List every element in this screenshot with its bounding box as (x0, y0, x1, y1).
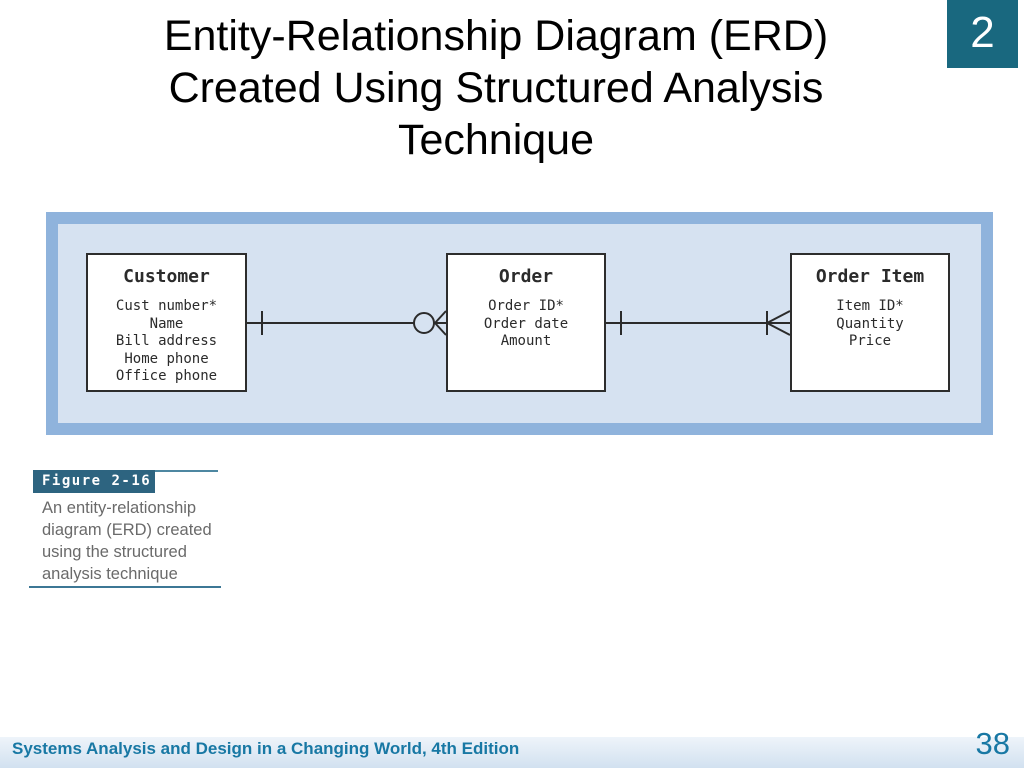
entity-attribute: Home phone (124, 350, 209, 367)
entity-order-title: Order (498, 266, 554, 287)
entity-order-item: Order Item Item ID* Quantity Price (790, 253, 950, 392)
figure-caption-bottom-rule (29, 586, 221, 588)
figure-label: Figure 2-16 (33, 470, 155, 493)
crow-foot-icon (434, 310, 447, 324)
figure-caption-line: An entity-relationship (42, 499, 197, 517)
entity-customer-title: Customer (123, 266, 210, 287)
slide-title: Entity-Relationship Diagram (ERD) Create… (62, 10, 930, 166)
relationship-connectors (247, 310, 791, 336)
slide-number-badge: 2 (947, 0, 1018, 68)
entity-attribute: Cust number* (115, 298, 218, 314)
entity-customer: Customer Cust number* Name Bill address … (86, 253, 247, 392)
entity-order-attributes: Order ID* Order date Amount (448, 298, 604, 351)
entity-attribute: Price (848, 333, 892, 349)
footer-book-title: Systems Analysis and Design in a Changin… (12, 739, 520, 758)
entity-customer-attributes: Cust number* Name Bill address Home phon… (88, 298, 245, 386)
figure-caption-text: An entity-relationship diagram (ERD) cre… (42, 497, 227, 585)
crow-foot-icon (434, 322, 447, 336)
entity-attribute: Bill address (115, 333, 218, 349)
crow-foot-icon (766, 322, 791, 336)
entity-attribute: Order date (483, 315, 569, 332)
zero-circle-icon (413, 312, 435, 334)
slide-title-line-1: Entity-Relationship Diagram (ERD) (163, 12, 829, 60)
figure-caption-line: using the structured (42, 543, 187, 561)
entity-attribute: Item ID* (836, 298, 904, 314)
slide-title-line-3: Technique (397, 116, 595, 164)
erd-diagram-frame: Customer Cust number* Name Bill address … (46, 212, 993, 435)
crow-foot-icon (766, 310, 791, 324)
entity-attribute: Amount (500, 333, 552, 349)
slide-title-line-2: Created Using Structured Analysis (168, 64, 824, 112)
entity-attribute: Order ID* (488, 298, 564, 314)
entity-order-item-attributes: Item ID* Quantity Price (792, 298, 948, 351)
footer-bar (0, 737, 1024, 768)
figure-caption-line: analysis technique (42, 565, 178, 583)
entity-attribute: Quantity (836, 315, 904, 332)
entity-order-item-title: Order Item (815, 266, 925, 287)
footer-page-number: 38 (975, 726, 1010, 761)
entity-attribute: Name (149, 315, 184, 332)
entity-attribute: Office phone (115, 368, 218, 384)
entity-order: Order Order ID* Order date Amount (446, 253, 606, 392)
figure-caption-line: diagram (ERD) created (42, 521, 212, 539)
